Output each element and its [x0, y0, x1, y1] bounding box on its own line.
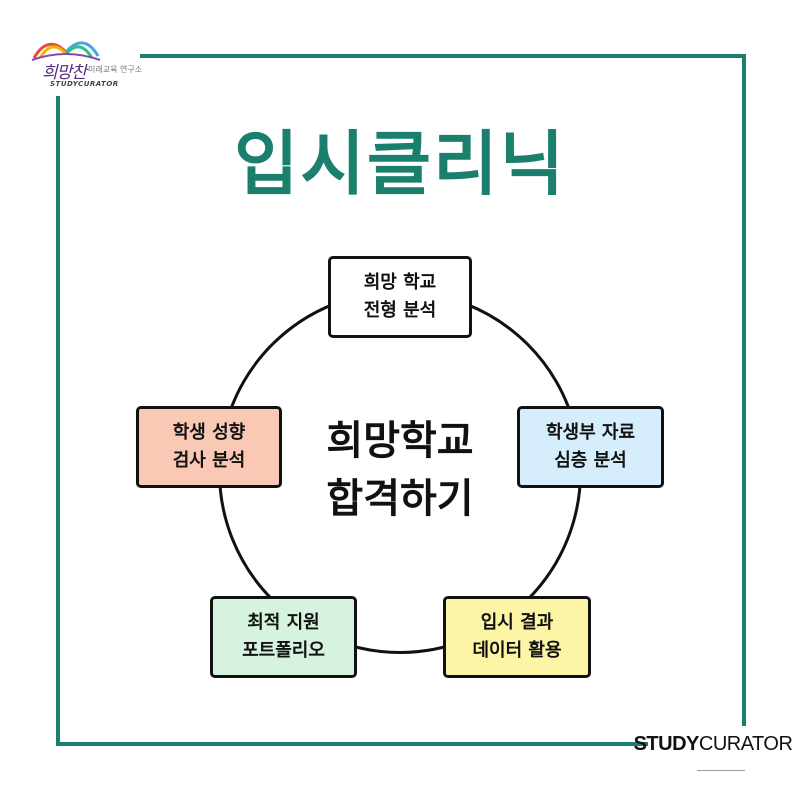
content-frame [56, 54, 746, 746]
node-line1: 학생부 자료 [545, 422, 636, 443]
brand-bold-part: STUDY [633, 732, 700, 755]
node-line2: 검사 분석 [172, 450, 246, 471]
node-line1: 입시 결과 [480, 612, 554, 633]
node-student-aptitude-test: 학생 성향 검사 분석 [136, 406, 282, 488]
node-admission-data-usage: 입시 결과 데이터 활용 [443, 596, 591, 678]
node-line1: 희망 학교 [363, 272, 437, 293]
center-label: 희망학교 합격하기 [300, 412, 500, 528]
logo-korean-subtitle: 미래교육 연구소 [88, 65, 143, 74]
top-left-logo: 희망찬 미래교육 연구소 STUDYCURATOR [20, 26, 143, 96]
node-line2: 전형 분석 [363, 300, 437, 321]
page-title: 입시클리닉 [234, 123, 566, 205]
node-optimal-portfolio: 최적 지원 포트폴리오 [210, 596, 357, 678]
brand-light-part: CURATOR [698, 732, 793, 755]
open-book-icon [31, 41, 101, 61]
brand-underline [697, 770, 745, 771]
node-line2: 데이터 활용 [472, 640, 562, 661]
center-label-line2: 합격하기 [326, 476, 474, 522]
node-line1: 학생 성향 [172, 422, 246, 443]
node-school-admission-analysis: 희망 학교 전형 분석 [328, 256, 472, 338]
node-line2: 포트폴리오 [242, 640, 325, 661]
logo-script-text: 희망찬 [42, 63, 87, 83]
node-line1: 최적 지원 [247, 612, 320, 633]
center-label-line1: 희망학교 [326, 418, 474, 464]
node-student-record-analysis: 학생부 자료 심층 분석 [517, 406, 664, 488]
logo-english-subtitle: STUDYCURATOR [50, 80, 119, 88]
node-line2: 심층 분석 [554, 450, 627, 471]
